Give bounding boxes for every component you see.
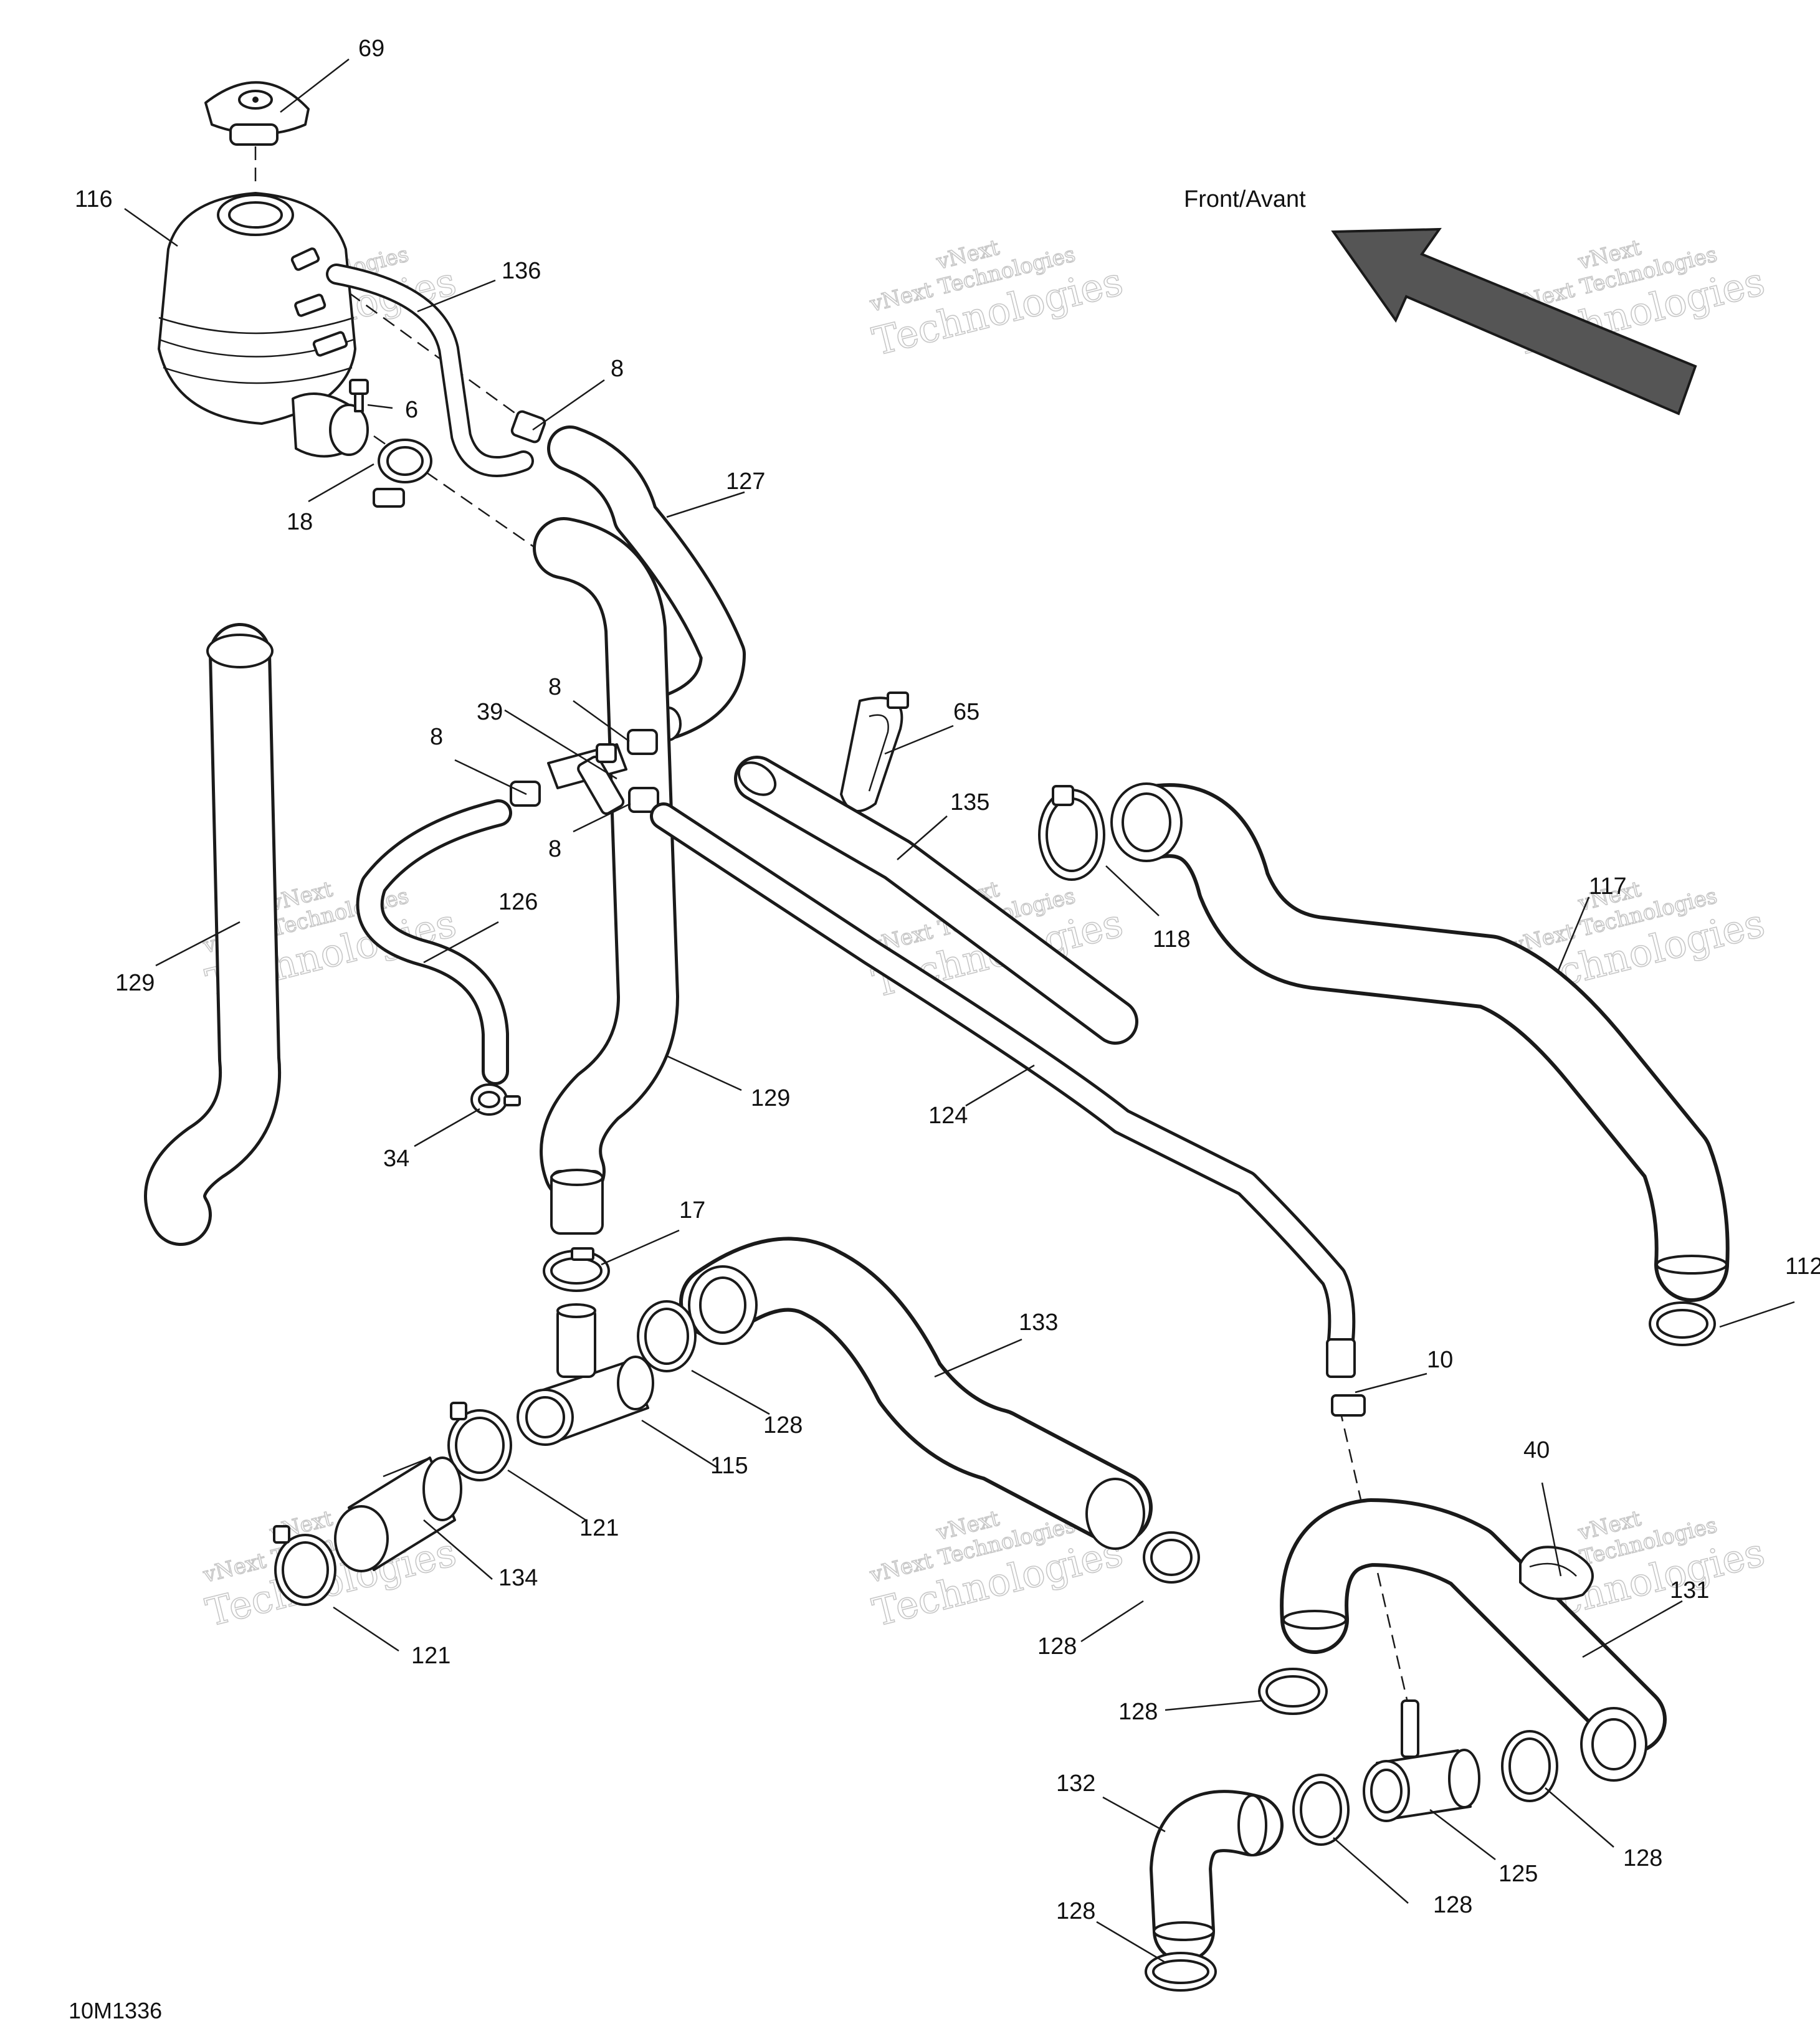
- connector-pipe-125: [1363, 1699, 1480, 1822]
- hose-clamp-17: [543, 1247, 610, 1292]
- callout-124: 124: [928, 1103, 968, 1129]
- sleeve-134: [334, 1456, 462, 1572]
- t-fitting-39: [547, 743, 627, 815]
- tie-strap-40: [1519, 1546, 1594, 1600]
- expansion-tank-116: [158, 192, 369, 458]
- callout-128-upper: 128: [763, 1412, 803, 1438]
- alignment-line-fitting: [1338, 1407, 1416, 1732]
- callout-128-lower-left: 128: [1118, 1699, 1158, 1725]
- hose-clamp-128-lower-left: [1258, 1668, 1328, 1715]
- hose-clamp-121-lower: [273, 1525, 336, 1606]
- callout-131: 131: [1670, 1577, 1709, 1604]
- bolt-6: [349, 379, 369, 412]
- callout-128-bottom: 128: [1056, 1898, 1095, 1924]
- callout-8-lower: 8: [548, 836, 561, 862]
- hose-129-left: [144, 623, 282, 1246]
- hose-clamp-121-upper: [447, 1402, 512, 1481]
- hose-clamp-128-middle: [1143, 1531, 1200, 1584]
- callout-40: 40: [1523, 1437, 1550, 1463]
- callout-133: 133: [1019, 1309, 1058, 1336]
- t-pipe-115: [517, 1303, 654, 1446]
- hose-129-center: [533, 517, 679, 1235]
- callout-18: 18: [287, 509, 313, 535]
- overflow-hose-136: [326, 264, 534, 477]
- leader-lines: [124, 59, 1795, 1964]
- callout-129-left: 129: [115, 970, 155, 996]
- tie-strap-65: [840, 691, 909, 812]
- front-label: Front/Avant: [1184, 186, 1306, 212]
- callout-69: 69: [358, 36, 384, 62]
- callout-132: 132: [1056, 1770, 1095, 1797]
- hose-126: [356, 799, 512, 1085]
- callout-134: 134: [498, 1565, 538, 1591]
- hose-clamp-128-lower-middle: [1292, 1774, 1350, 1846]
- hose-clamp-8-top: [510, 410, 546, 444]
- drawing-id: 10M1336: [69, 1998, 162, 2023]
- hose-clamp-128-upper: [637, 1300, 697, 1372]
- callout-125: 125: [1498, 1861, 1538, 1887]
- callout-8-left: 8: [430, 724, 443, 750]
- hose-117: [1110, 782, 1730, 1302]
- pipe-124: [650, 802, 1356, 1378]
- callout-135: 135: [950, 789, 989, 815]
- hose-clamp-34: [470, 1083, 521, 1116]
- callout-10: 10: [1427, 1347, 1453, 1373]
- callout-129-center: 129: [751, 1085, 790, 1111]
- radiator-cap-69: [204, 81, 310, 146]
- callout-121-lower: 121: [411, 1643, 450, 1669]
- callout-118: 118: [1153, 926, 1191, 953]
- hose-131: [1280, 1498, 1667, 1782]
- callout-8-upper: 8: [548, 674, 561, 700]
- hose-clamp-118: [1038, 785, 1105, 881]
- callout-128-lower-right: 128: [1623, 1845, 1662, 1871]
- callout-6: 6: [405, 397, 418, 423]
- callout-8-top: 8: [611, 356, 624, 382]
- watermark-top-center: vNext vNext Technologies Technologies: [867, 235, 1128, 365]
- elbow-hose-132: [1150, 1790, 1284, 1962]
- callout-128-lower-middle: 128: [1433, 1892, 1472, 1918]
- hose-clamp-128-bottom: [1145, 1952, 1217, 1992]
- callout-17: 17: [679, 1197, 705, 1224]
- hose-clamp-8-lower: [628, 787, 659, 813]
- callout-117: 117: [1589, 873, 1627, 900]
- callout-39: 39: [477, 699, 503, 725]
- hose-clamp-18: [373, 439, 432, 508]
- callout-136: 136: [502, 258, 541, 284]
- callout-116: 116: [75, 186, 113, 212]
- callout-34: 34: [383, 1146, 409, 1172]
- callout-labels: 69 116 136 8 6 18 127 65 135 39 8 8 8 12…: [75, 36, 1820, 1924]
- front-direction-arrow: [1331, 227, 1697, 416]
- callout-115: 115: [710, 1453, 748, 1479]
- hose-clamp-8-upper: [627, 729, 658, 755]
- callout-112: 112: [1785, 1253, 1820, 1280]
- callout-65: 65: [953, 699, 979, 725]
- hose-clamp-112: [1649, 1301, 1716, 1346]
- cap-10: [1331, 1394, 1366, 1417]
- callout-121-upper: 121: [579, 1515, 619, 1541]
- callout-126: 126: [498, 889, 538, 915]
- callout-128-middle: 128: [1037, 1633, 1077, 1660]
- hose-133: [679, 1237, 1153, 1550]
- hose-clamp-128-lower-right: [1501, 1730, 1558, 1802]
- callout-127: 127: [726, 468, 765, 495]
